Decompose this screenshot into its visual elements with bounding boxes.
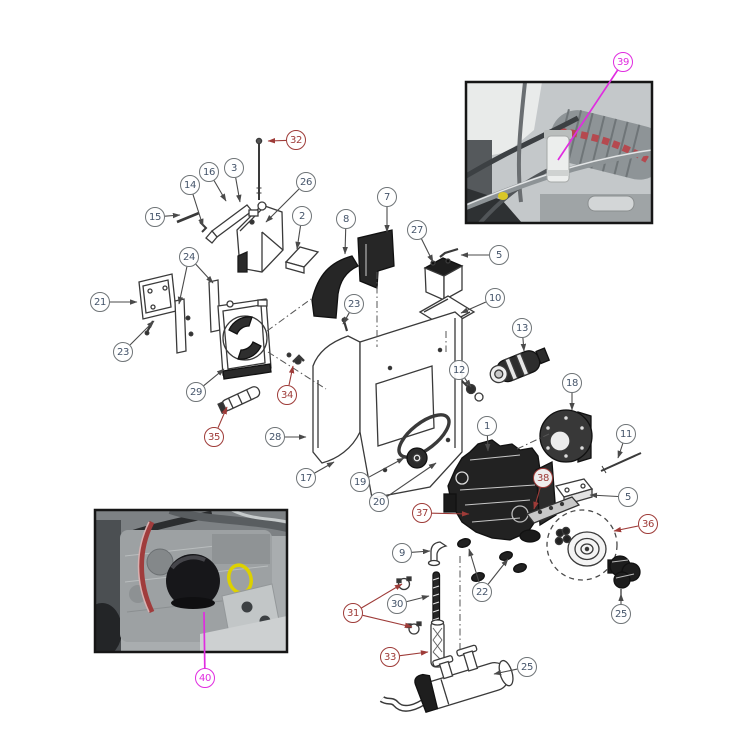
leader-line-22 bbox=[468, 548, 480, 583]
panel-drawing-7 bbox=[357, 229, 395, 289]
leader-line-1 bbox=[484, 435, 491, 452]
hold-down-rod-drawing-5 bbox=[439, 247, 459, 258]
rail-drawing-38 bbox=[525, 496, 581, 524]
bracket-drawing-2 bbox=[284, 246, 320, 274]
leader-line-14 bbox=[192, 194, 204, 227]
leader-line-16 bbox=[213, 180, 227, 202]
clamps-drawing-31 bbox=[396, 576, 422, 635]
leader-line-17 bbox=[314, 461, 335, 474]
support-panel-drawing-28 bbox=[312, 311, 463, 499]
leader-line-23 bbox=[342, 312, 350, 325]
leader-line-8 bbox=[342, 228, 348, 255]
leader-line-2 bbox=[295, 225, 302, 250]
leader-line-5 bbox=[589, 492, 619, 499]
red-hose-photo bbox=[137, 520, 155, 614]
radiator-drawing-29 bbox=[217, 298, 272, 380]
leader-lines bbox=[110, 69, 639, 676]
leader-line-35 bbox=[217, 406, 228, 429]
leader-line-23 bbox=[129, 320, 155, 346]
leader-line-39 bbox=[557, 69, 619, 161]
leader-line-26 bbox=[265, 188, 300, 223]
pulley-drawing-19 bbox=[406, 447, 428, 469]
leader-line-33 bbox=[399, 650, 429, 657]
photo-inset-engine-bay bbox=[466, 82, 652, 223]
bolt-drawing-32 bbox=[255, 137, 263, 200]
leader-line-29 bbox=[203, 368, 225, 387]
strips-drawing-24 bbox=[174, 279, 221, 354]
belt-drawing-20 bbox=[397, 413, 451, 459]
leader-line-13 bbox=[520, 337, 527, 352]
hose-drawing-33 bbox=[430, 619, 445, 668]
leader-line-30 bbox=[406, 595, 430, 603]
leader-line-38 bbox=[533, 487, 541, 510]
leader-line-36 bbox=[613, 525, 639, 533]
elbow-pipe-drawing-9 bbox=[427, 541, 448, 567]
leader-line-40 bbox=[203, 611, 206, 669]
photo-inset-border-bottom-left bbox=[93, 508, 289, 654]
yellow-cap-photo bbox=[498, 192, 508, 200]
leader-line-19 bbox=[368, 457, 405, 478]
leader-line-27 bbox=[421, 238, 434, 263]
alignment-lines bbox=[266, 272, 550, 650]
hose-drawing-35 bbox=[217, 386, 261, 415]
water-pump-drawing-13 bbox=[489, 347, 551, 384]
leader-line-11 bbox=[617, 443, 624, 459]
leader-line-9 bbox=[411, 548, 431, 555]
leader-line-22 bbox=[487, 558, 509, 585]
plate-drawing-21 bbox=[138, 273, 177, 320]
muffler-drawing-25 bbox=[379, 644, 514, 714]
mount-feet-drawing-22 bbox=[457, 538, 527, 582]
leader-line-10 bbox=[460, 301, 487, 314]
leader-line-15 bbox=[164, 212, 181, 219]
leader-line-37 bbox=[431, 511, 470, 517]
leader-line-32 bbox=[267, 138, 287, 144]
flywheel-housing-drawing-18 bbox=[539, 409, 593, 463]
photo-inset-engine-closeup bbox=[95, 510, 287, 652]
photo-inset-border-top-right bbox=[464, 80, 654, 225]
leader-line-31 bbox=[362, 614, 413, 629]
battery-drawing-27 bbox=[423, 257, 464, 302]
fitting-drawing-12 bbox=[461, 380, 484, 402]
rod-drawing-15 bbox=[176, 211, 200, 224]
fitting-drawing-34 bbox=[286, 352, 305, 365]
pump-drawing-25-right bbox=[607, 555, 641, 596]
shield-panel-drawing-8 bbox=[311, 255, 359, 319]
flywheel-drawing-36 bbox=[546, 509, 618, 581]
oil-filter-photo bbox=[166, 554, 220, 609]
leader-line-3 bbox=[235, 177, 242, 203]
leader-line-24 bbox=[195, 263, 214, 284]
clip-drawing-14 bbox=[199, 221, 208, 233]
leader-line-20 bbox=[386, 462, 437, 497]
leader-line-24 bbox=[177, 266, 188, 305]
rod-drawing-11 bbox=[600, 452, 642, 474]
leader-line-31 bbox=[361, 583, 403, 609]
leader-line-25 bbox=[493, 668, 518, 676]
fuel-filter-photo bbox=[544, 130, 572, 183]
leader-line-34 bbox=[288, 365, 295, 386]
